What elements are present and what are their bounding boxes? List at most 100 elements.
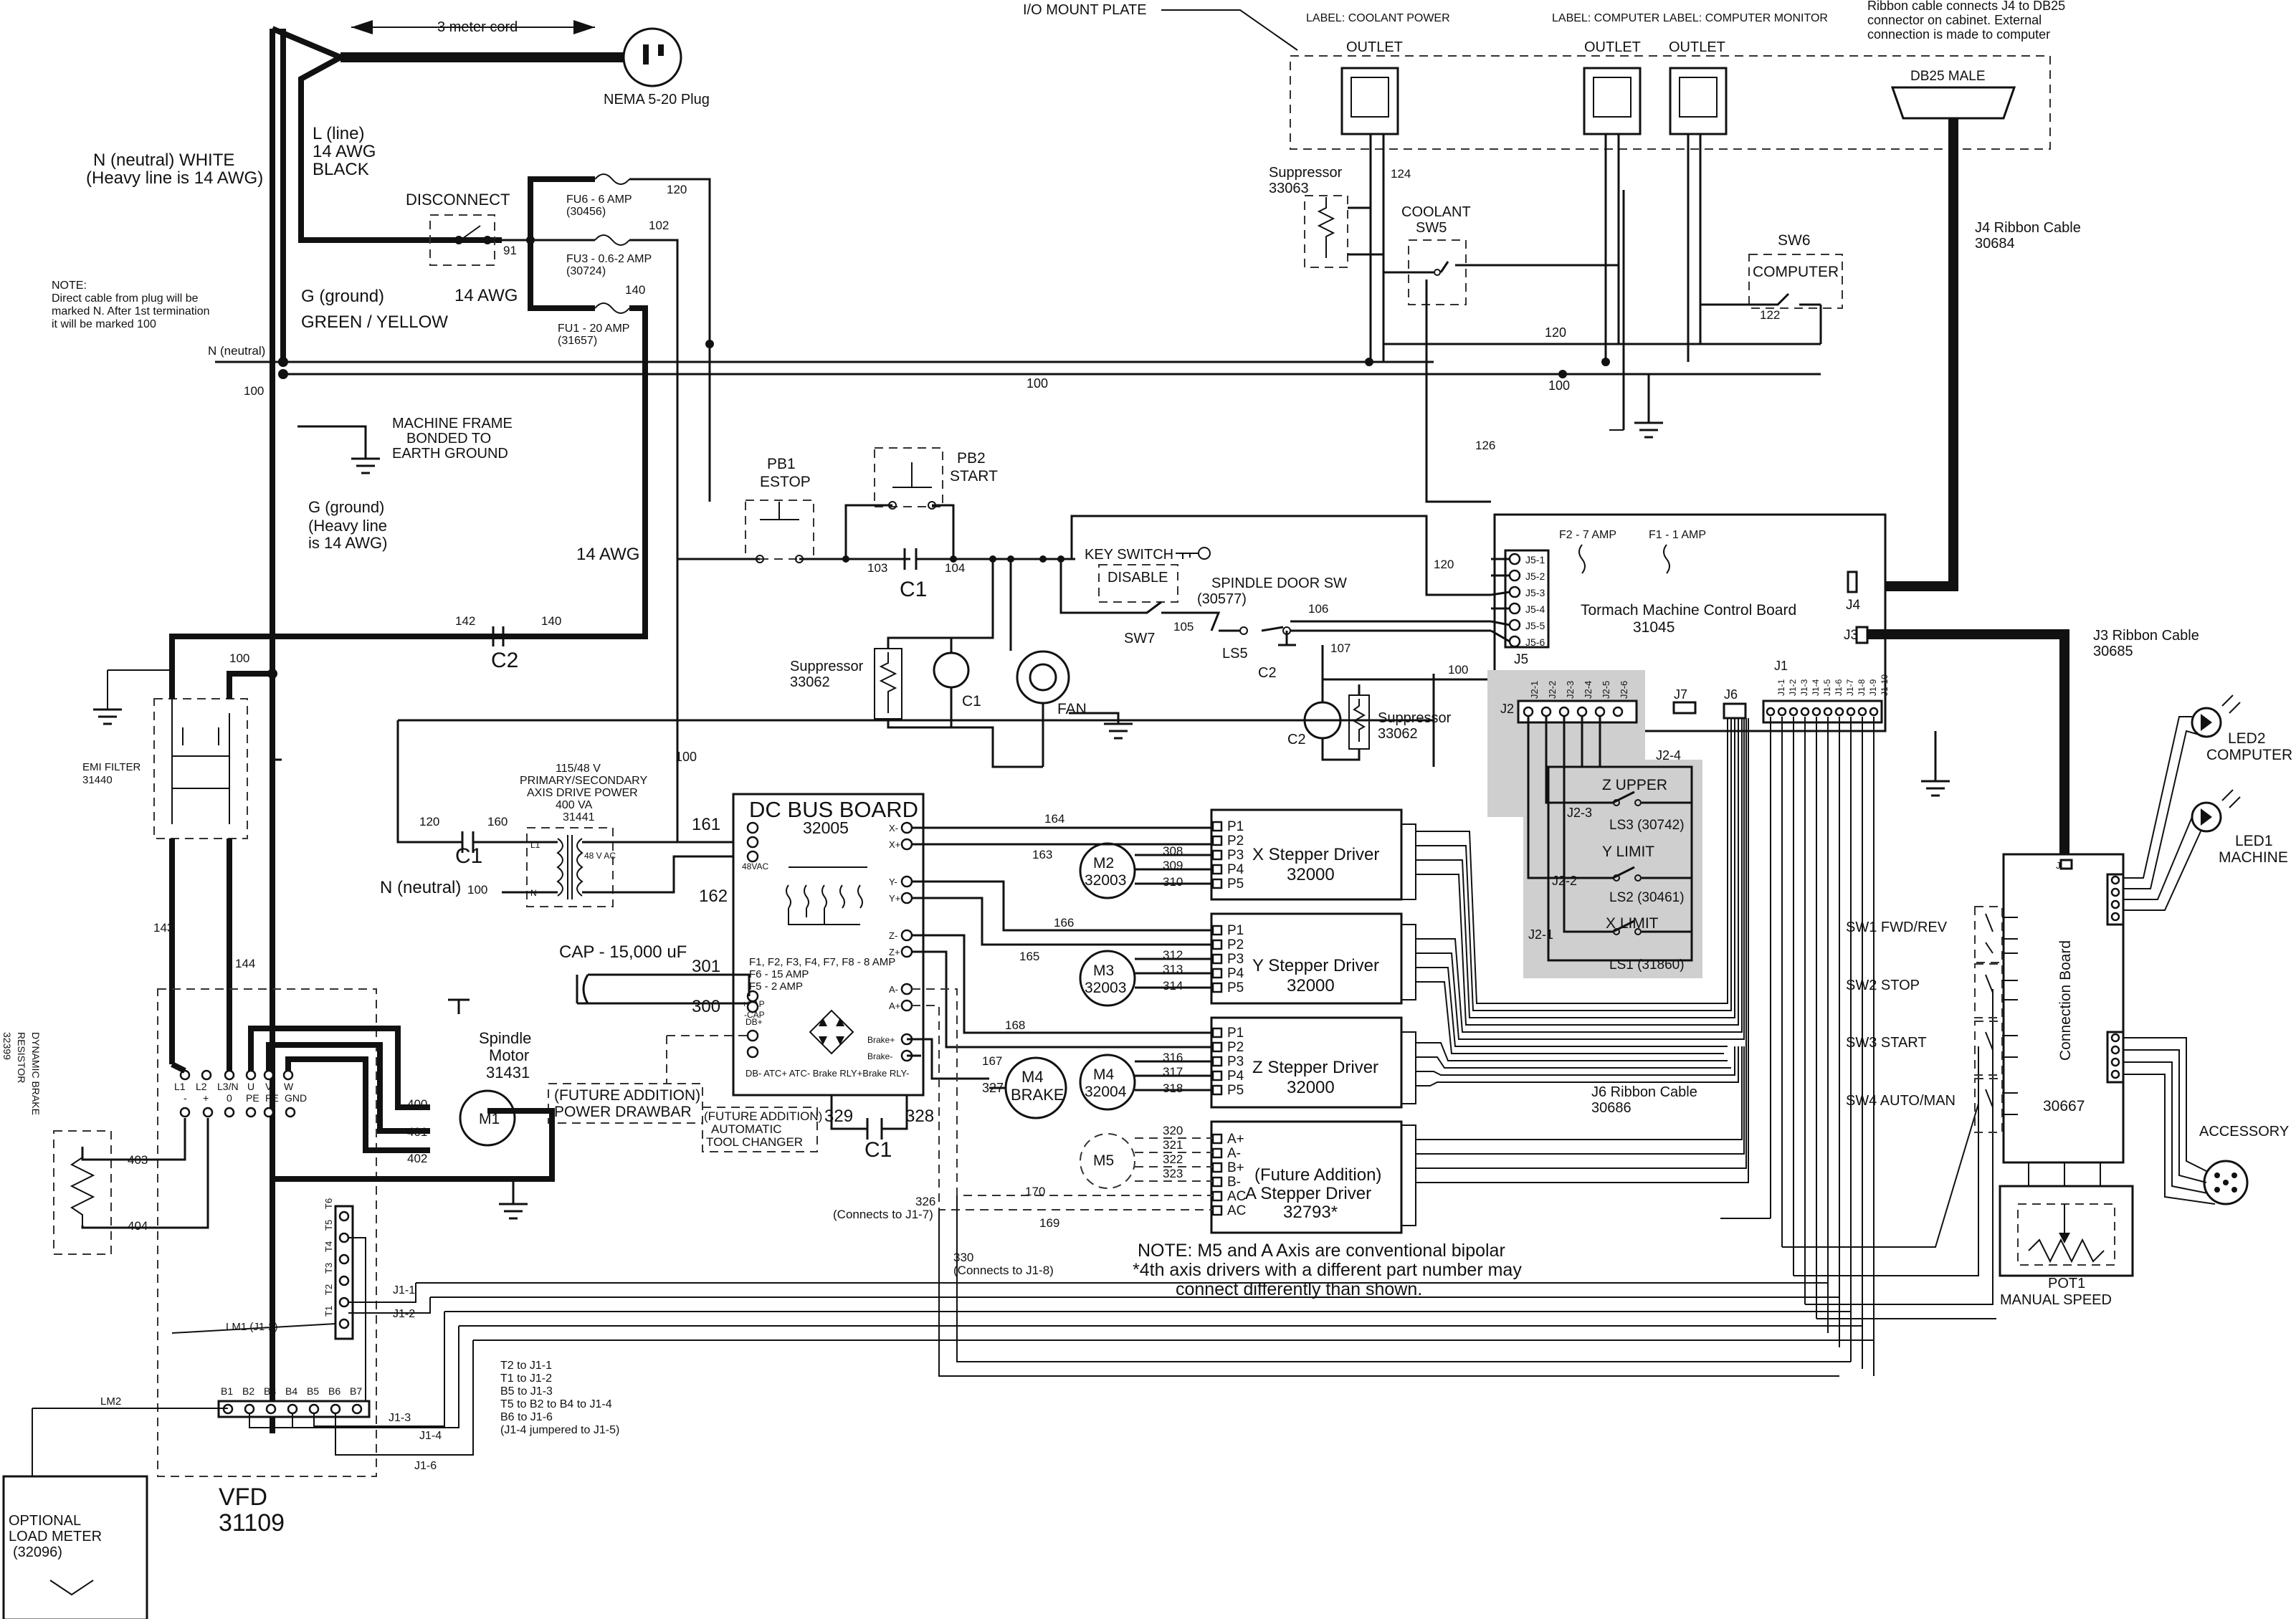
svg-text:DISABLE: DISABLE — [1107, 570, 1168, 586]
svg-text:J2-5: J2-5 — [1601, 681, 1611, 699]
svg-text:169: 169 — [1039, 1216, 1059, 1230]
svg-text:W: W — [284, 1081, 294, 1092]
svg-text:314: 314 — [1163, 979, 1183, 993]
svg-text:32004: 32004 — [1085, 1084, 1127, 1100]
front-switches: SW1 FWD/REV SW2 STOP SW3 START SW4 AUTO/… — [1846, 906, 2018, 1133]
svg-text:LABEL: COMPUTER MONITOR: LABEL: COMPUTER MONITOR — [1663, 12, 1828, 24]
svg-text:J1-5: J1-5 — [1822, 679, 1832, 696]
svg-text:31441: 31441 — [563, 811, 595, 823]
svg-text:400: 400 — [407, 1097, 427, 1111]
svg-text:33062: 33062 — [790, 674, 830, 690]
svg-text:M2: M2 — [1093, 855, 1114, 871]
svg-text:PB1: PB1 — [767, 456, 796, 472]
svg-text:Y Stepper Driver: Y Stepper Driver — [1252, 956, 1379, 975]
fan-circuit: Suppressor 33062 C1 FAN — [790, 559, 1133, 768]
svg-text:100: 100 — [467, 883, 487, 897]
svg-text:168: 168 — [1005, 1018, 1025, 1032]
svg-text:Y-: Y- — [889, 877, 897, 887]
svg-text:J2-3: J2-3 — [1567, 806, 1592, 820]
svg-text:31440: 31440 — [82, 774, 113, 786]
svg-text:CAP - 15,000 uF: CAP - 15,000 uF — [559, 942, 687, 962]
svg-text:Motor: Motor — [489, 1046, 529, 1064]
svg-text:L1: L1 — [174, 1081, 186, 1092]
j5-terminals: J5-1 J5-2 J5-3 J5-4 J5-5 J5-6 — [1508, 553, 1545, 648]
svg-text:30686: 30686 — [1591, 1100, 1632, 1116]
svg-text:PE: PE — [265, 1092, 279, 1104]
svg-text:F6 - 15 AMP: F6 - 15 AMP — [749, 968, 809, 980]
control-board: F2 - 7 AMP F1 - 1 AMP Tormach Machine Co… — [1434, 513, 2069, 978]
svg-text:J1-4: J1-4 — [419, 1430, 442, 1442]
svg-text:32399: 32399 — [1, 1032, 13, 1060]
svg-text:C2: C2 — [491, 649, 518, 672]
svg-text:105: 105 — [1173, 620, 1194, 634]
svg-text:32793*: 32793* — [1283, 1203, 1338, 1222]
svg-text:-: - — [184, 1092, 187, 1104]
svg-text:A+: A+ — [889, 1000, 900, 1011]
svg-text:DB+: DB+ — [746, 1017, 763, 1027]
svg-text:*4th axis drivers with a diffe: *4th axis drivers with a different part … — [1133, 1260, 1522, 1280]
vfd-t-terms: T6 T5 T4 T3 T2 T1 — [323, 1198, 350, 1329]
svg-text:A+: A+ — [1227, 1132, 1244, 1147]
plug-section: 3 meter cord NEMA 5-20 Plug — [270, 19, 710, 1433]
svg-text:N (neutral): N (neutral) — [208, 344, 265, 358]
plug-icon — [622, 27, 682, 87]
vfd: VFD 31109 L1 L2 L3/N U V W - + 0 PE PE G… — [1, 988, 619, 1619]
svg-text:SW1 FWD/REV: SW1 FWD/REV — [1846, 920, 1948, 935]
svg-text:J1-3: J1-3 — [389, 1412, 411, 1424]
svg-text:161: 161 — [692, 815, 720, 834]
svg-text:FU1 - 20 AMP: FU1 - 20 AMP — [558, 323, 629, 335]
svg-text:connector on cabinet. Externa: connector on cabinet. External — [1867, 13, 2042, 27]
svg-text:B-: B- — [1227, 1175, 1241, 1190]
svg-text:P4: P4 — [1227, 1069, 1244, 1084]
svg-text:ACCESSORY: ACCESSORY — [2199, 1124, 2289, 1140]
svg-text:P1: P1 — [1227, 819, 1244, 834]
svg-text:Y+: Y+ — [889, 893, 900, 904]
svg-text:J2: J2 — [1500, 702, 1514, 716]
svg-text:J3 Ribbon Cable: J3 Ribbon Cable — [2093, 628, 2199, 644]
svg-text:LS1 (31860): LS1 (31860) — [1609, 957, 1685, 973]
svg-text:NOTE: M5 and A Axis are conven: NOTE: M5 and A Axis are conventional bip… — [1138, 1241, 1505, 1261]
svg-text:B7: B7 — [350, 1385, 362, 1397]
svg-text:EMI FILTER: EMI FILTER — [82, 761, 141, 773]
vfd-bottom-terms: - + 0 PE PE GND — [179, 1092, 307, 1118]
svg-text:M4: M4 — [1021, 1068, 1044, 1086]
svg-text:33063: 33063 — [1269, 181, 1309, 196]
svg-text:DB25 MALE: DB25 MALE — [1910, 69, 1986, 84]
svg-text:(Connects to J1-8): (Connects to J1-8) — [953, 1264, 1054, 1277]
svg-text:AC: AC — [1227, 1189, 1246, 1204]
svg-text:140: 140 — [625, 283, 645, 297]
svg-text:30667: 30667 — [2043, 1098, 2085, 1114]
svg-text:164: 164 — [1044, 812, 1064, 826]
svg-text:Direct cable from plug will be: Direct cable from plug will be — [52, 292, 199, 305]
svg-text:316: 316 — [1163, 1051, 1183, 1064]
svg-text:32000: 32000 — [1287, 865, 1335, 884]
svg-text:J1-1: J1-1 — [393, 1284, 415, 1296]
suppressors-switches: Suppressor 33063 COOLANT SW5 126 SW6 COM… — [1269, 165, 2081, 503]
svg-text:J1-7: J1-7 — [1845, 679, 1855, 696]
svg-text:J1: J1 — [1774, 659, 1788, 673]
svg-text:31109: 31109 — [219, 1509, 285, 1537]
svg-text:J5-2: J5-2 — [1525, 570, 1545, 582]
svg-text:T5 to B2 to B4 to J1-4: T5 to B2 to B4 to J1-4 — [500, 1398, 612, 1410]
svg-text:(FUTURE ADDITION): (FUTURE ADDITION) — [704, 1109, 822, 1123]
svg-text:310: 310 — [1163, 875, 1183, 889]
svg-text:C2: C2 — [1287, 732, 1306, 748]
svg-text:P5: P5 — [1227, 980, 1244, 995]
svg-text:B6: B6 — [328, 1385, 340, 1397]
svg-text:POWER DRAWBAR: POWER DRAWBAR — [554, 1104, 692, 1120]
svg-text:B5: B5 — [307, 1385, 319, 1397]
io-plate: I/O MOUNT PLATE LABEL: COOLANT POWER LAB… — [1023, 0, 2065, 591]
svg-text:BRAKE: BRAKE — [1011, 1086, 1064, 1104]
svg-text:32003: 32003 — [1085, 872, 1126, 889]
svg-text:P4: P4 — [1227, 862, 1244, 877]
svg-text:LED1: LED1 — [2235, 833, 2273, 849]
svg-text:Spindle: Spindle — [479, 1029, 531, 1047]
svg-text:X-: X- — [889, 823, 898, 834]
svg-text:C1: C1 — [455, 844, 482, 868]
svg-text:140: 140 — [541, 614, 561, 628]
svg-text:SPINDLE DOOR SW: SPINDLE DOOR SW — [1211, 576, 1347, 591]
svg-text:T5: T5 — [323, 1220, 334, 1231]
svg-text:122: 122 — [1760, 308, 1780, 322]
svg-text:48VAC: 48VAC — [742, 861, 768, 871]
svg-text:J5-3: J5-3 — [1525, 587, 1545, 598]
